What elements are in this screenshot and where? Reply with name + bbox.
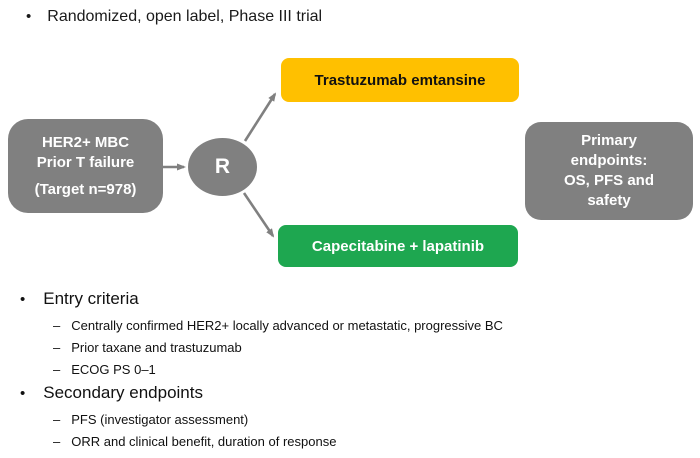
entry-criteria-item-3: ECOG PS 0–1: [71, 362, 156, 377]
secondary-endpoints-item-2: ORR and clinical benefit, duration of re…: [71, 434, 337, 449]
list-item: – Prior taxane and trastuzumab: [53, 337, 690, 359]
randomization-node: R: [188, 138, 257, 196]
endpoints-line-4: safety: [587, 192, 631, 209]
dash-icon: –: [53, 340, 61, 355]
primary-endpoints-box: Primary endpoints: OS, PFS and safety: [525, 122, 693, 220]
top-bullet-text: Randomized, open label, Phase III trial: [47, 8, 323, 25]
entry-criteria-heading: • Entry criteria: [20, 289, 690, 309]
arm-top-label: Trastuzumab emtansine: [314, 71, 486, 89]
population-line-2: Prior T failure: [36, 153, 135, 171]
bullet-icon: •: [20, 291, 26, 308]
arrow-r-to-top-arm: [243, 92, 277, 142]
secondary-endpoints-item-1: PFS (investigator assessment): [71, 412, 249, 427]
randomization-label: R: [214, 155, 231, 178]
top-bullet-line: • Randomized, open label, Phase III tria…: [26, 8, 322, 26]
endpoints-line-1: Primary: [581, 132, 637, 149]
bullet-icon: •: [20, 385, 26, 402]
dash-icon: –: [53, 434, 61, 449]
entry-criteria-item-1: Centrally confirmed HER2+ locally advanc…: [71, 318, 503, 333]
bullet-icon: •: [26, 8, 32, 25]
dash-icon: –: [53, 318, 61, 333]
arm-capecitabine-lapatinib-box: Capecitabine + lapatinib: [278, 225, 518, 267]
list-item: – Centrally confirmed HER2+ locally adva…: [53, 315, 690, 337]
population-line-1: HER2+ MBC: [41, 133, 130, 151]
list-item: – PFS (investigator assessment): [53, 409, 690, 431]
dash-icon: –: [53, 362, 61, 377]
list-item: – ORR and clinical benefit, duration of …: [53, 431, 690, 453]
entry-criteria-title: Entry criteria: [43, 289, 139, 308]
secondary-endpoints-heading: • Secondary endpoints: [20, 383, 690, 403]
arm-trastuzumab-emtansine-box: Trastuzumab emtansine: [281, 58, 519, 102]
arm-bottom-label: Capecitabine + lapatinib: [311, 237, 485, 255]
endpoints-line-2: endpoints:: [570, 152, 648, 169]
arrow-r-to-bottom-arm: [242, 192, 275, 238]
secondary-endpoints-title: Secondary endpoints: [43, 383, 203, 402]
population-box: HER2+ MBC Prior T failure (Target n=978): [8, 119, 163, 213]
dash-icon: –: [53, 412, 61, 427]
population-line-3: (Target n=978): [34, 180, 137, 198]
endpoints-line-3: OS, PFS and: [563, 172, 654, 189]
criteria-section: • Entry criteria – Centrally confirmed H…: [20, 287, 690, 453]
entry-criteria-item-2: Prior taxane and trastuzumab: [71, 340, 242, 355]
list-item: – ECOG PS 0–1: [53, 359, 690, 381]
